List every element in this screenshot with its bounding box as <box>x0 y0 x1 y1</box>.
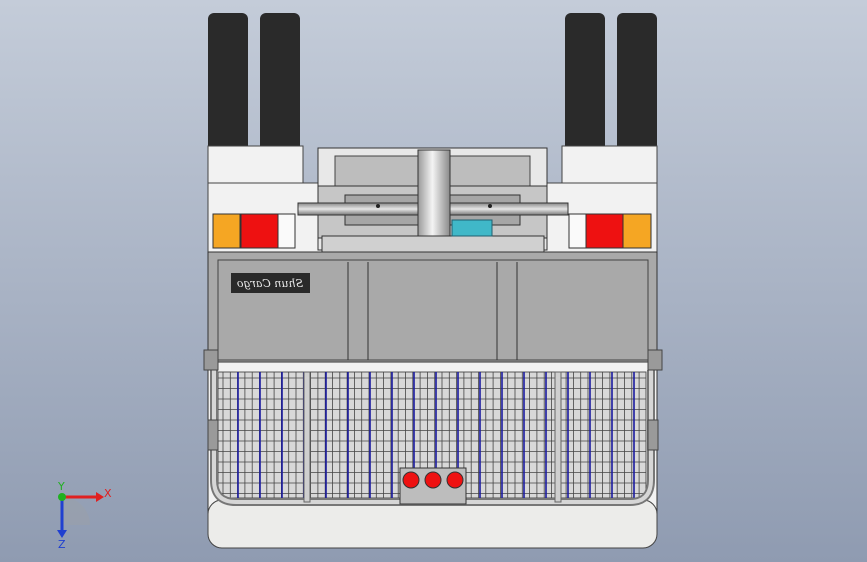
x-axis-label: X <box>104 487 112 500</box>
y-axis-label: Y <box>57 480 65 493</box>
body-left-side <box>207 145 304 184</box>
decal-plate <box>231 273 310 293</box>
body-right-side <box>561 145 658 184</box>
tail-lamp-right <box>568 213 652 249</box>
tire-right-outer <box>617 13 657 183</box>
rear-tires <box>208 13 657 183</box>
rear-panel: Shun Cargo <box>207 251 658 363</box>
tire-left-outer <box>208 13 248 183</box>
rear-light-cluster <box>399 467 467 505</box>
tire-left-inner <box>260 13 300 183</box>
tire-right-inner <box>565 13 605 183</box>
z-axis-label: Z <box>58 538 66 551</box>
tail-lamp-left <box>212 213 296 249</box>
decal-text: Shun Cargo <box>237 277 304 290</box>
y-axis <box>58 493 66 501</box>
hitch-assembly <box>297 147 569 253</box>
coordinate-triad: X Y Z <box>57 480 112 551</box>
